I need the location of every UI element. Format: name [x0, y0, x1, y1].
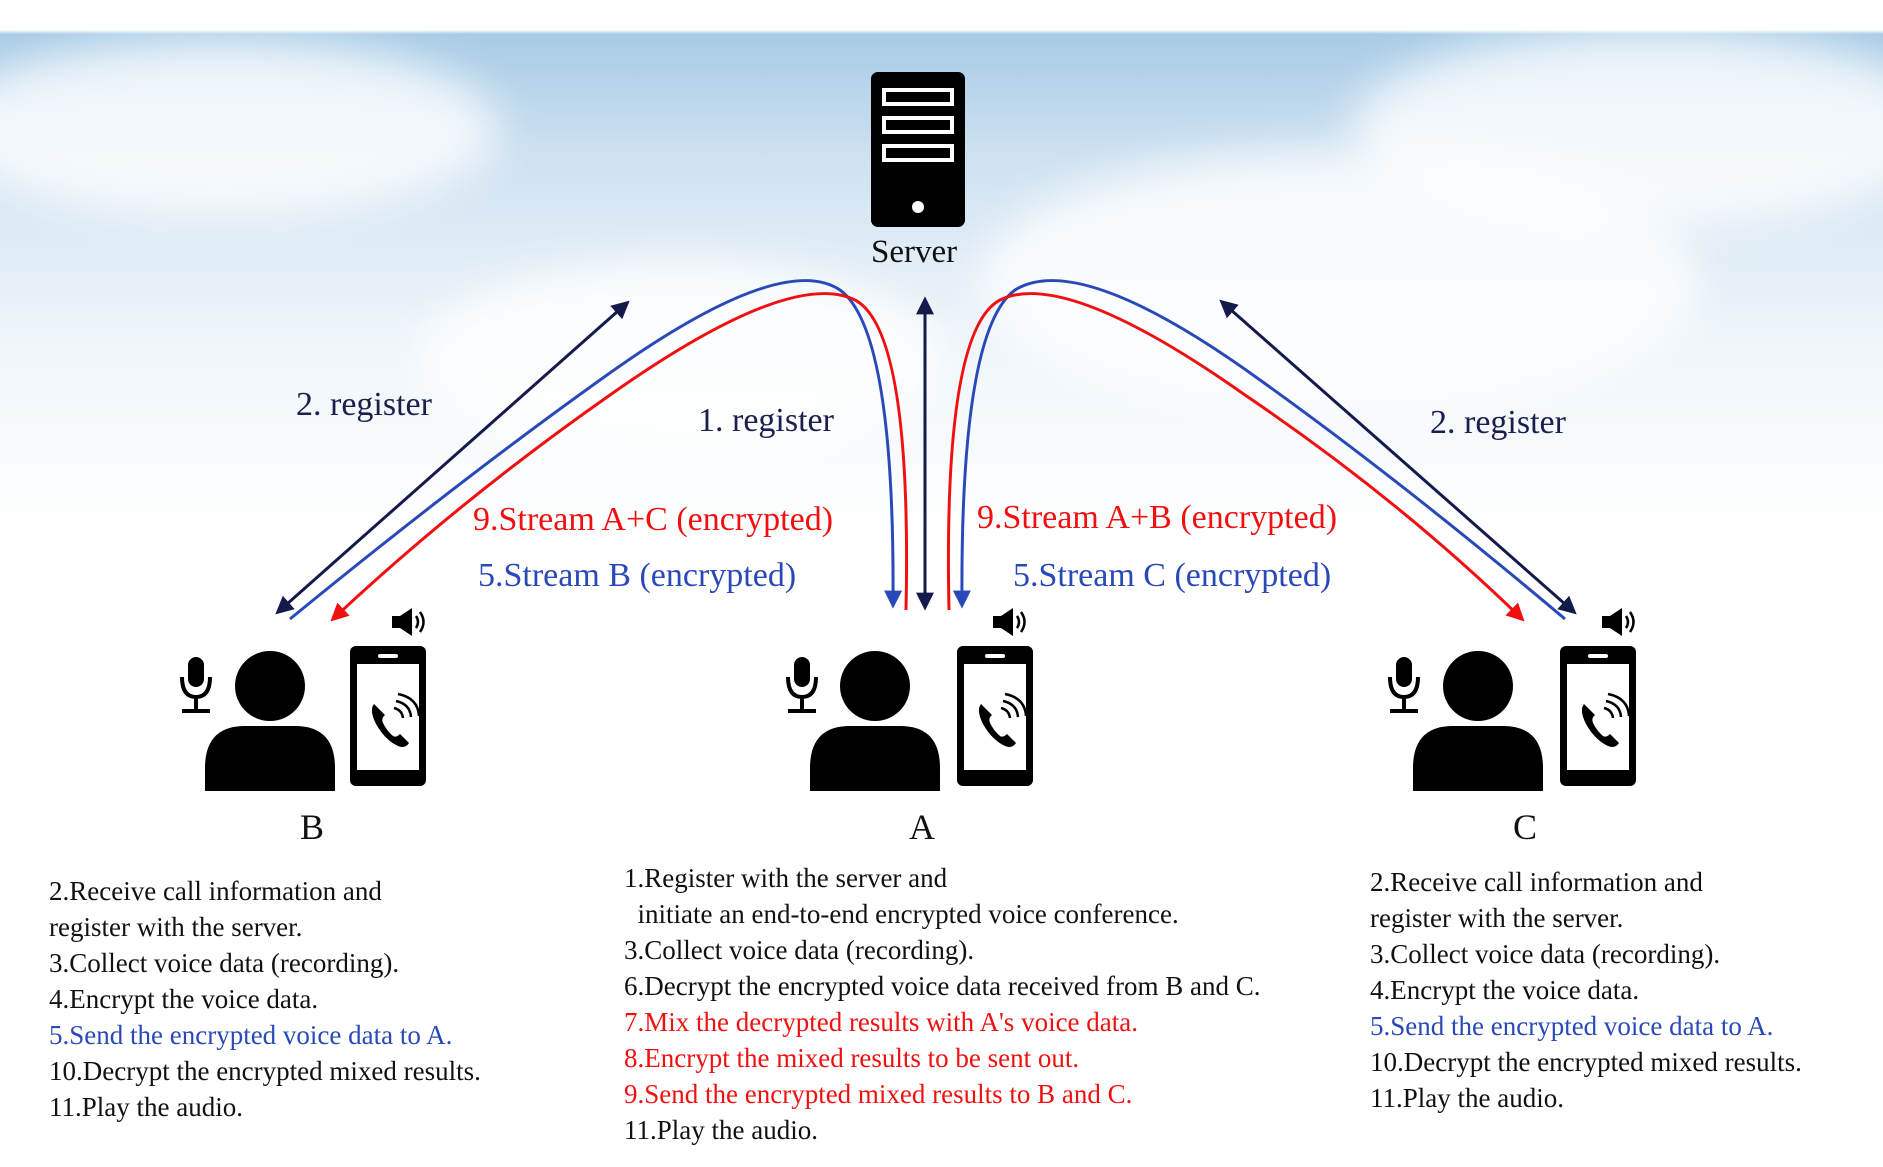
step-item: 2.Receive call information and	[49, 876, 382, 906]
step-item: initiate an end-to-end encrypted voice c…	[624, 899, 1179, 929]
stream-c-curve	[952, 279, 1566, 621]
step-item: register with the server.	[1370, 903, 1624, 933]
microphone-icon	[786, 655, 818, 715]
participant-b	[180, 606, 428, 791]
node-label-c: C	[1512, 807, 1537, 847]
step-item: 1.Register with the server and	[624, 863, 948, 893]
cloud-shape	[1350, 30, 1883, 230]
steps-list-c: 2.Receive call information and register w…	[1370, 864, 1802, 1116]
steps-list-a: 1.Register with the server and initiate …	[624, 860, 1261, 1148]
step-item: 4.Encrypt the voice data.	[1370, 975, 1640, 1005]
server-icon	[871, 72, 965, 227]
microphone-icon	[1388, 655, 1420, 715]
speaker-icon	[991, 606, 1026, 638]
step-item: 3.Collect voice data (recording).	[49, 948, 400, 978]
steps-list-b: 2.Receive call information and register w…	[49, 873, 481, 1125]
phone-call-icon	[1558, 644, 1638, 788]
person-icon	[205, 651, 335, 791]
step-item: 5.Send the encrypted voice data to A.	[49, 1020, 453, 1050]
step-item: 7.Mix the decrypted results with A's voi…	[624, 1007, 1139, 1037]
step-item: 11.Play the audio.	[49, 1092, 243, 1122]
register-label-b: 2. register	[296, 386, 432, 423]
step-item: 3.Collect voice data (recording).	[624, 935, 975, 965]
person-icon	[1413, 651, 1543, 791]
step-item: 4.Encrypt the voice data.	[49, 984, 319, 1014]
participant-c	[1388, 606, 1638, 791]
phone-call-icon	[955, 644, 1035, 788]
stream-b-label: 5.Stream B (encrypted)	[478, 557, 797, 594]
node-label-b: B	[299, 807, 324, 847]
speaker-icon	[390, 606, 425, 638]
cloud-shape	[0, 40, 500, 220]
step-item: 3.Collect voice data (recording).	[1370, 939, 1721, 969]
speaker-icon	[1600, 606, 1635, 638]
step-item: 6.Decrypt the encrypted voice data recei…	[624, 971, 1261, 1001]
participant-a	[786, 606, 1035, 791]
step-item: register with the server.	[49, 912, 303, 942]
phone-call-icon	[348, 644, 428, 788]
step-item: 2.Receive call information and	[1370, 867, 1703, 897]
step-item: 11.Play the audio.	[1370, 1083, 1564, 1113]
node-label-a: A	[909, 807, 935, 847]
microphone-icon	[180, 655, 212, 715]
step-item: 9.Send the encrypted mixed results to B …	[624, 1079, 1133, 1109]
person-icon	[810, 651, 940, 791]
register-arrow-c	[1219, 299, 1577, 615]
stream-c-label: 5.Stream C (encrypted)	[1013, 557, 1332, 594]
step-item: 8.Encrypt the mixed results to be sent o…	[624, 1043, 1080, 1073]
step-item: 10.Decrypt the encrypted mixed results.	[1370, 1047, 1802, 1077]
register-label-a: 1. register	[698, 402, 834, 439]
stream-ac-label: 9.Stream A+C (encrypted)	[473, 501, 834, 538]
stream-ab-curve	[946, 292, 1525, 622]
stream-ac-curve	[330, 292, 909, 622]
register-label-c: 2. register	[1430, 404, 1566, 441]
stream-ab-label: 9.Stream A+B (encrypted)	[977, 499, 1338, 536]
register-arrow-b	[275, 300, 630, 615]
step-item: 10.Decrypt the encrypted mixed results.	[49, 1056, 481, 1086]
step-item: 11.Play the audio.	[624, 1115, 818, 1145]
server-label: Server	[871, 234, 958, 270]
stream-b-curve	[289, 279, 903, 621]
step-item: 5.Send the encrypted voice data to A.	[1370, 1011, 1774, 1041]
